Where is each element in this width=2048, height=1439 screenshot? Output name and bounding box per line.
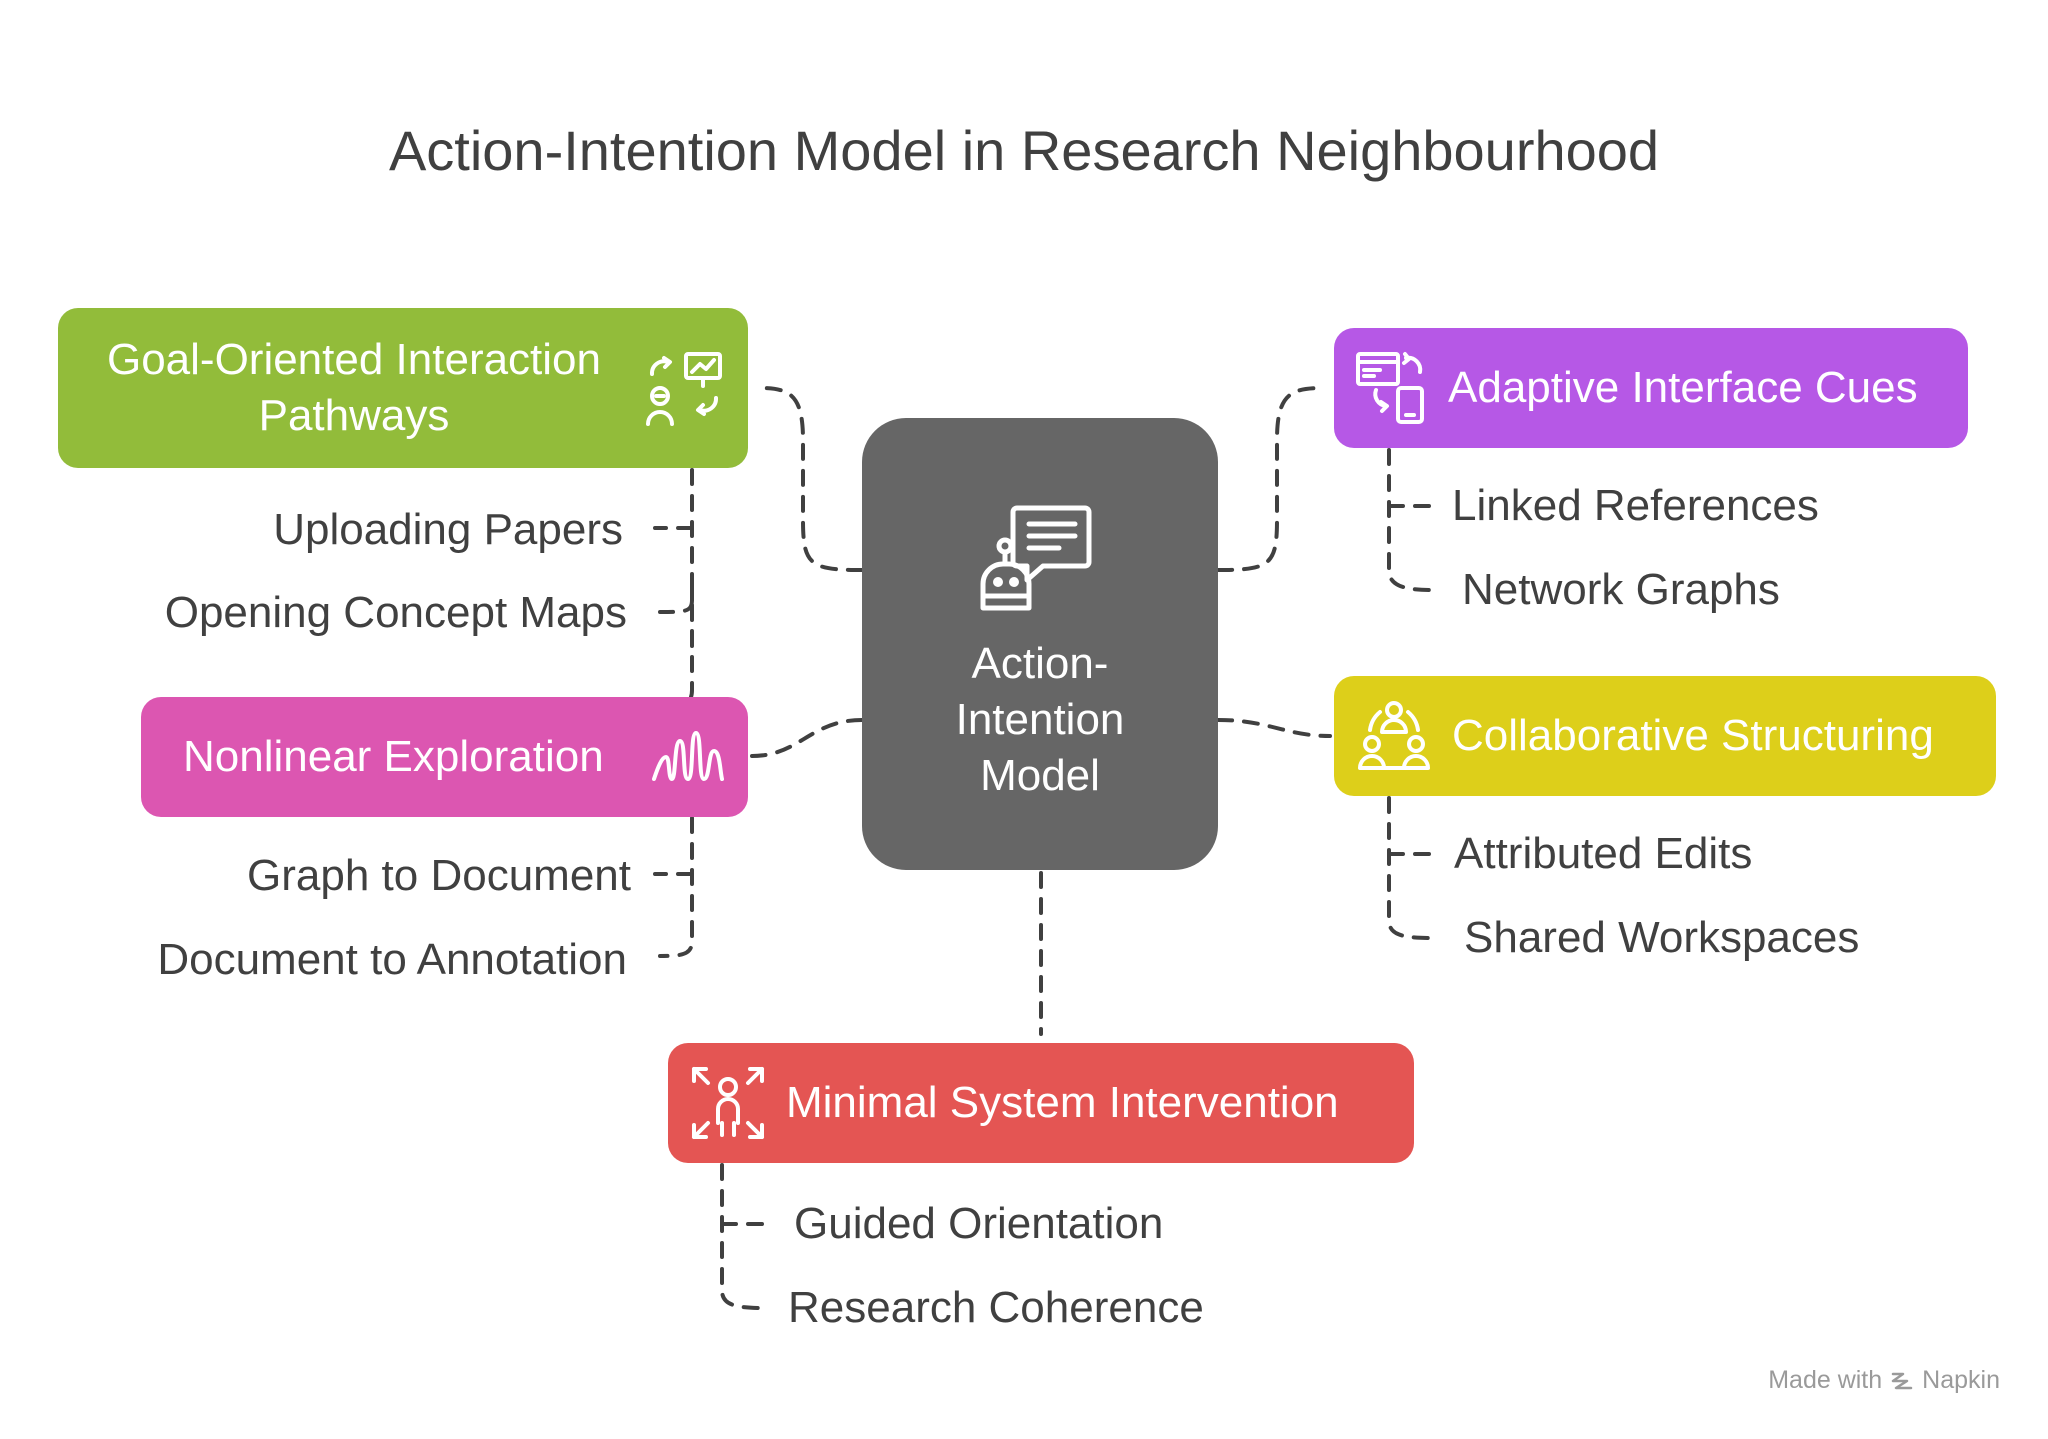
center-label: Action- Intention Model [955,639,1125,800]
nonlinear-item-1: Graph to Document [247,851,631,900]
collab-item-1: Attributed Edits [1454,829,1753,878]
connector-goal-items [658,468,694,614]
goal-item-2: Opening Concept Maps [164,588,627,637]
adaptive-item-1: Linked References [1452,481,1819,530]
branch-label-minimal-intervention: Minimal System Intervention [786,1078,1339,1127]
connector-adaptive-items [1387,448,1434,592]
branch-label-collaborative-structuring: Collaborative Structuring [1452,711,1934,760]
credit-prefix: Made with [1768,1366,1883,1394]
user-interaction-icon [646,352,722,426]
made-with-napkin-credit: Made with Napkin [1768,1366,2000,1395]
goal-item-1: Uploading Papers [273,505,623,554]
branch-label-goal-oriented: Goal-Oriented Interaction Pathways [106,335,602,440]
branch-minimal-intervention: Minimal System Intervention [668,1043,1414,1163]
branch-adaptive-interface: Adaptive Interface Cues [1334,328,1968,448]
chatbot-icon [980,505,1092,611]
connector-minimal-items [720,1163,765,1310]
connector-goal-item-2b [658,603,694,708]
napkin-logo-icon [1891,1372,1913,1389]
responsive-devices-icon [1356,352,1424,424]
adaptive-item-2: Network Graphs [1462,565,1780,614]
branch-nonlinear-exploration: Nonlinear Exploration [141,697,748,817]
minimal-item-1: Guided Orientation [794,1199,1164,1248]
diagram-title: Action-Intention Model in Research Neigh… [388,119,1660,182]
credit-brand: Napkin [1922,1366,2000,1394]
minimal-item-2: Research Coherence [788,1283,1204,1332]
team-icon [1358,701,1430,770]
connector-center-adaptive [1216,386,1324,572]
branch-label-adaptive-interface: Adaptive Interface Cues [1448,363,1918,412]
connector-collab-items [1387,796,1434,940]
branch-goal-oriented: Goal-Oriented Interaction Pathways [58,308,748,468]
connector-center-collab [1216,718,1332,738]
center-node: Action- Intention Model [862,418,1218,870]
branch-collaborative-structuring: Collaborative Structuring [1334,676,1996,796]
nonlinear-item-2: Document to Annotation [157,935,627,984]
connector-nonlinear-items [658,816,694,958]
connector-center-nonlinear [750,718,864,758]
person-expand-icon [692,1067,764,1139]
connector-center-goal [758,386,864,572]
collab-item-2: Shared Workspaces [1464,913,1860,962]
branch-label-nonlinear-exploration: Nonlinear Exploration [183,732,604,781]
squiggle-icon [652,731,724,781]
